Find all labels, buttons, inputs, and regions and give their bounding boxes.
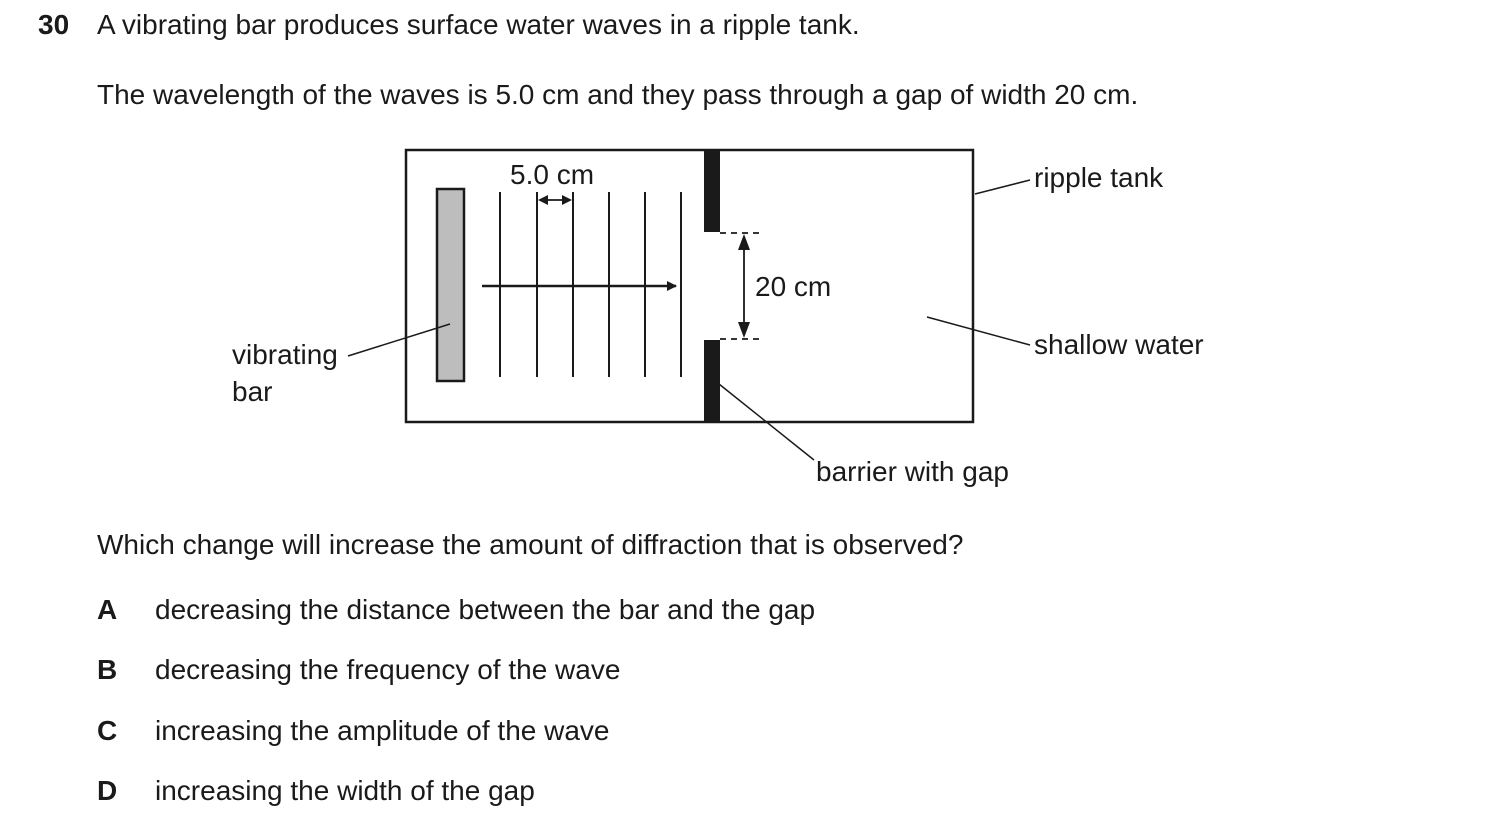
barrier-lower (704, 340, 720, 422)
option-text: decreasing the frequency of the wave (155, 654, 621, 685)
label-ripple-tank: ripple tank (1034, 162, 1164, 193)
gap-width-arrow (738, 234, 750, 338)
wavelength-arrow (538, 195, 572, 205)
option-letter: B (97, 654, 118, 685)
leader-ripple-tank (974, 179, 1031, 195)
leader-barrier (718, 383, 815, 461)
option-text: decreasing the distance between the bar … (155, 594, 816, 625)
option-text: increasing the width of the gap (155, 775, 535, 806)
gap-width-label: 20 cm (755, 271, 831, 302)
ripple-tank-outline (404, 148, 975, 424)
option-text: increasing the amplitude of the wave (155, 715, 610, 746)
question-intro: A vibrating bar produces surface water w… (97, 9, 860, 40)
question-prompt: Which change will increase the amount of… (97, 529, 964, 560)
leader-vibrating-bar (347, 323, 451, 357)
option-letter: D (97, 775, 118, 806)
option-letter: C (97, 715, 118, 746)
question-detail: The wavelength of the waves is 5.0 cm an… (97, 79, 1139, 110)
leader-shallow-water (926, 316, 1031, 346)
label-shallow-water: shallow water (1034, 329, 1204, 360)
wavefronts (499, 192, 682, 377)
vibrating-bar (435, 187, 466, 383)
label-vibrating: vibrating (232, 339, 338, 370)
barrier-upper (704, 150, 720, 232)
label-barrier: barrier with gap (816, 456, 1009, 487)
wavelength-label: 5.0 cm (510, 159, 594, 190)
label-bar: bar (232, 376, 272, 407)
question-number: 30 (38, 9, 70, 40)
option-letter: A (97, 594, 118, 625)
